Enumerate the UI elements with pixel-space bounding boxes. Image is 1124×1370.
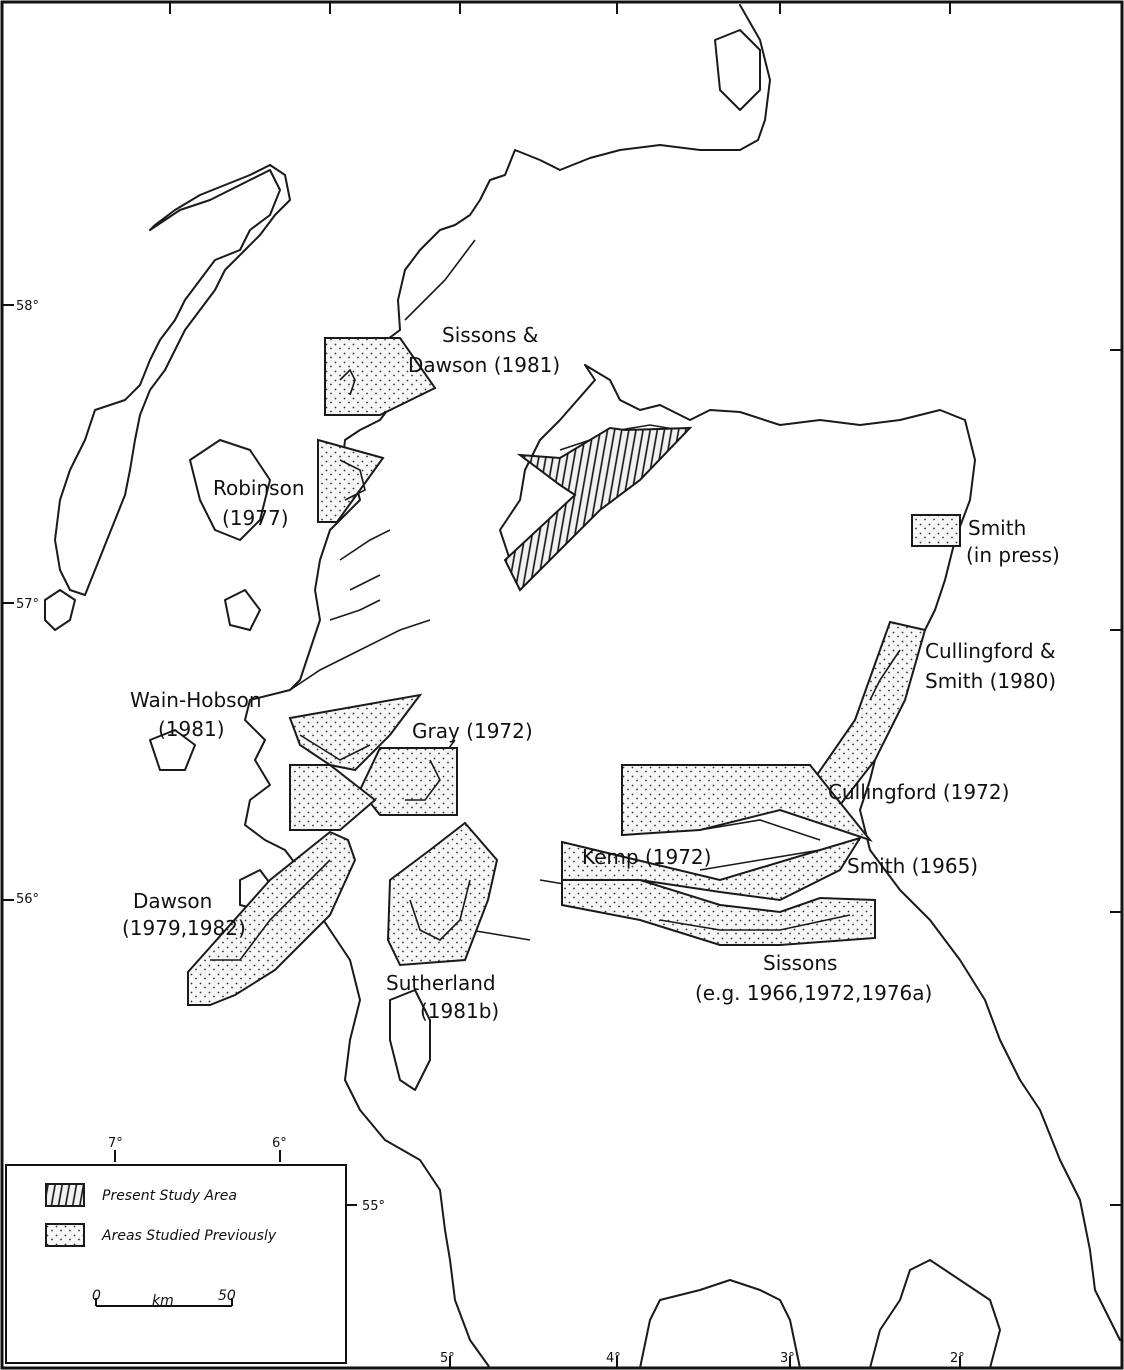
label-dawson-1: Dawson [133,889,212,913]
label-wain-hobson-2: (1981) [158,717,225,741]
label-cullingford: Cullingford (1972) [828,780,1009,804]
area-sissons-dawson [324,337,437,416]
lat-58: 58° [16,299,39,314]
label-sissons-2: (e.g. 1966,1972,1976a) [695,981,932,1005]
area-cullingford-1972 [621,764,873,843]
area-labels: Sissons & Dawson (1981) Robinson (1977) … [122,323,1060,1023]
area-sissons [561,879,876,946]
label-robinson-1: Robinson [213,476,305,500]
lon-7: 7° [108,1136,123,1151]
legend-present-label: Present Study Area [102,1188,237,1204]
area-lorn [289,764,377,831]
label-sissons-dawson-1: Sissons & [442,323,538,347]
scale-zero: 0 [92,1288,101,1304]
legend-present-swatch [45,1183,85,1207]
area-sutherland [386,821,499,967]
label-smith-press-1: Smith [968,516,1026,540]
label-smith-1965: Smith (1965) [847,854,978,878]
lon-5: 5° [440,1351,455,1366]
present-study-area [503,426,693,592]
lon-6: 6° [272,1136,287,1151]
label-dawson-2: (1979,1982) [122,916,246,940]
legend-previous-label: Areas Studied Previously [101,1228,277,1244]
area-inner-lines [210,368,901,961]
area-cullingford-smith [808,620,927,807]
label-sutherland-2: (1981b) [420,999,499,1023]
lon-2: 2° [950,1351,965,1366]
legend: Present Study Area Areas Studied Previou… [5,1164,347,1364]
scale-max: 50 [218,1288,236,1304]
label-smith-press-2: (in press) [966,543,1060,567]
area-smith-press [911,514,961,547]
label-cullingford-smith-2: Smith (1980) [925,669,1056,693]
label-sissons-1: Sissons [763,951,837,975]
area-robinson [317,438,385,523]
scale-bar: 0 km 50 [92,1288,236,1309]
area-wain-hobson [288,693,423,772]
label-kemp: Kemp (1972) [582,845,711,869]
label-gray: Gray (1972) [412,719,533,743]
label-robinson-2: (1977) [222,506,289,530]
label-wain-hobson-1: Wain-Hobson [130,688,262,712]
lat-57: 57° [16,597,39,612]
longitude-labels: 7° 6° 5° 4° 3° 2° [108,1136,965,1366]
label-cullingford-smith-1: Cullingford & [925,639,1055,663]
label-sissons-dawson-2: Dawson (1981) [408,353,560,377]
lon-4: 4° [606,1351,621,1366]
lat-56: 56° [16,892,39,907]
area-gray [358,747,458,816]
lat-55: 55° [362,1199,385,1214]
lon-3: 3° [780,1351,795,1366]
scale-unit: km [152,1293,174,1309]
label-sutherland-1: Sutherland [386,971,496,995]
legend-previous-swatch [45,1223,85,1247]
latitude-labels: 58° 57° 56° 55° [16,299,385,1214]
